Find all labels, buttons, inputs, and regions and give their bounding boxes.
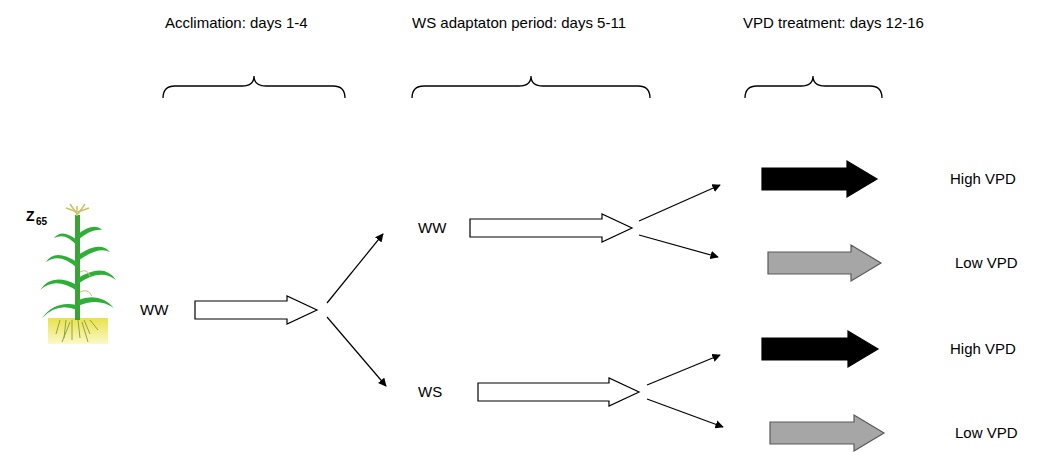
- treatment-label: Low VPD: [955, 254, 1018, 272]
- stage-node: High VPD: [722, 328, 1040, 370]
- phase-heading: VPD treatment: days 12-16: [743, 14, 924, 32]
- flow-arrow: [647, 355, 720, 385]
- treatment-label: High VPD: [950, 340, 1016, 358]
- treatment-label: WS: [418, 383, 442, 401]
- block-arrow-shape: [195, 296, 317, 324]
- block-arrow-shape: [470, 214, 632, 242]
- block-arrow-shape: [770, 415, 884, 451]
- flow-arrow: [639, 235, 718, 257]
- flow-arrow: [647, 399, 723, 427]
- stage-node: High VPD: [722, 158, 1040, 200]
- block-arrow-shape: [762, 161, 877, 197]
- stage-node: WW: [385, 208, 635, 248]
- maize-plant: [40, 204, 116, 344]
- phase-heading: WS adaptaton period: days 5-11: [412, 14, 626, 32]
- stage-node: Low VPD: [725, 412, 1040, 452]
- phase-heading: Acclimation: days 1-4: [165, 14, 308, 32]
- stage-node: WW: [135, 290, 323, 330]
- treatment-label: Low VPD: [955, 424, 1018, 442]
- growth-stage: Z: [26, 207, 35, 225]
- block-arrow-shape: [768, 245, 881, 281]
- treatment-label: WW: [140, 301, 168, 319]
- flow-arrow: [639, 185, 720, 221]
- growth-stage-subscript: 65: [36, 216, 47, 228]
- flow-arrow: [327, 317, 386, 386]
- treatment-label: High VPD: [950, 170, 1016, 188]
- stage-node: Low VPD: [720, 242, 1040, 284]
- block-arrow-shape: [762, 331, 878, 367]
- brace: [163, 76, 882, 98]
- stage-node: WS: [388, 372, 643, 412]
- block-arrow-shape: [478, 378, 639, 406]
- flow-arrow: [327, 234, 383, 303]
- treatment-label: WW: [418, 219, 446, 237]
